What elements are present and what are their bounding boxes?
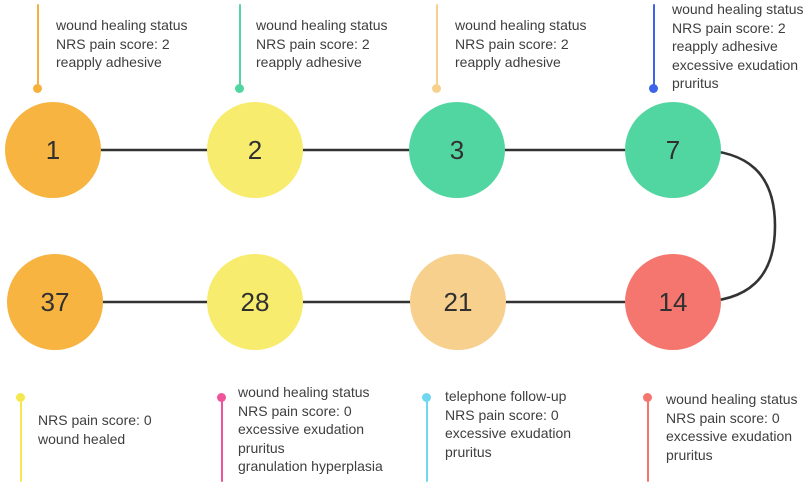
pin-marker-day-1 (33, 4, 42, 98)
pin-dot-icon (432, 84, 441, 93)
pin-line-icon (652, 4, 655, 88)
pin-line-icon (435, 4, 438, 88)
pin-marker-day-14 (643, 393, 652, 487)
pin-marker-day-28 (217, 393, 226, 487)
pin-line-icon (220, 399, 223, 482)
note-day-1: wound healing status NRS pain score: 2 r… (56, 17, 188, 70)
day-node-1: 1 (5, 102, 101, 198)
note-day-14: wound healing status NRS pain score: 0 e… (666, 391, 798, 463)
day-node-37: 37 (7, 254, 103, 350)
pin-dot-icon (422, 393, 431, 402)
day-node-28: 28 (207, 254, 303, 350)
connector-path (53, 148, 777, 304)
note-day-7: wound healing status NRS pain score: 2 r… (672, 1, 804, 91)
pin-line-icon (19, 399, 22, 482)
day-node-14: 14 (625, 254, 721, 350)
day-node-3: 3 (409, 102, 505, 198)
pin-marker-day-37 (16, 393, 25, 487)
day-node-7: 7 (625, 102, 721, 198)
pin-line-icon (238, 4, 241, 88)
pin-marker-day-2 (235, 4, 244, 98)
pin-dot-icon (33, 84, 42, 93)
note-day-3: wound healing status NRS pain score: 2 r… (455, 17, 587, 70)
day-node-21: 21 (410, 254, 506, 350)
pin-dot-icon (643, 393, 652, 402)
pin-dot-icon (649, 84, 658, 93)
pin-line-icon (646, 399, 649, 482)
pin-marker-day-21 (422, 393, 431, 487)
pin-marker-day-7 (649, 4, 658, 98)
day-node-2: 2 (207, 102, 303, 198)
note-day-28: wound healing status NRS pain score: 0 e… (238, 384, 383, 474)
pin-dot-icon (16, 393, 25, 402)
note-day-2: wound healing status NRS pain score: 2 r… (256, 17, 388, 70)
pin-dot-icon (217, 393, 226, 402)
pin-line-icon (425, 399, 428, 482)
pin-line-icon (36, 4, 39, 88)
note-day-21: telephone follow-up NRS pain score: 0 ex… (445, 388, 572, 460)
note-day-37: NRS pain score: 0 wound healed (38, 412, 152, 447)
pin-marker-day-3 (432, 4, 441, 98)
pin-dot-icon (235, 84, 244, 93)
